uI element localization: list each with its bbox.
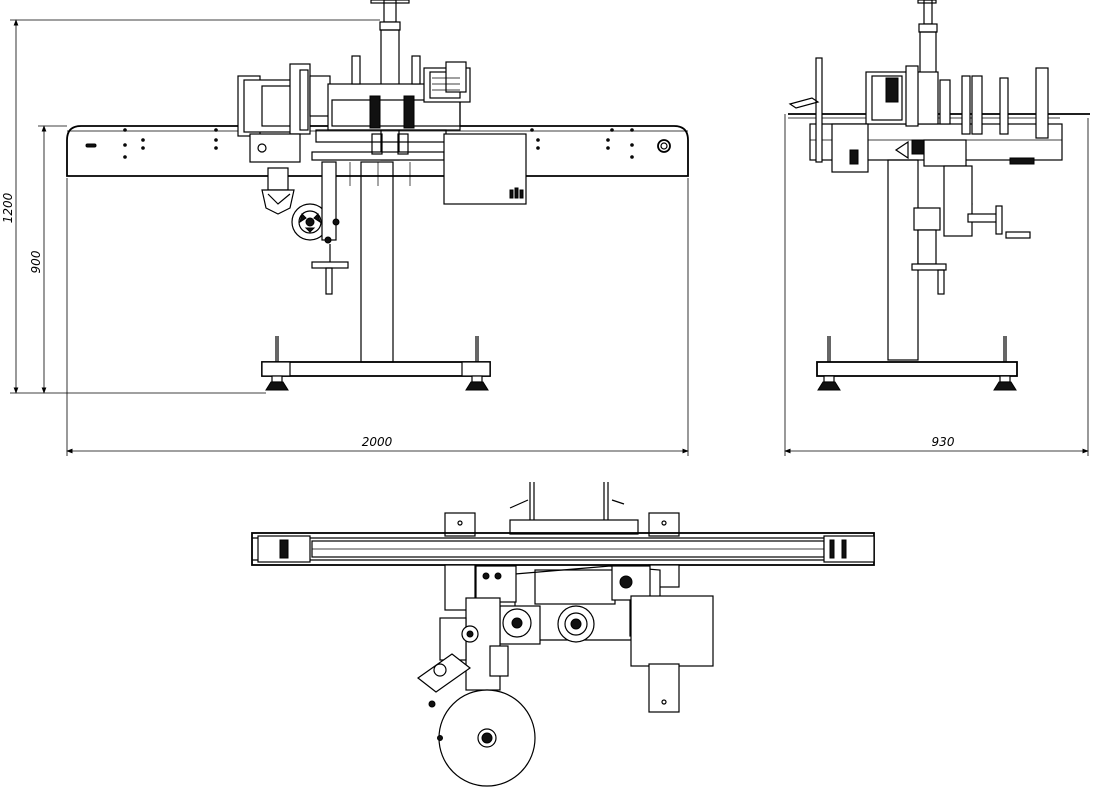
side-view: 930 xyxy=(784,0,1090,456)
side-leveling-feet xyxy=(817,336,1017,391)
side-width-dimension: 930 xyxy=(784,114,1089,456)
front-width-label: 2000 xyxy=(362,435,393,449)
table-height-label: 900 xyxy=(29,250,43,273)
front-column xyxy=(360,161,394,363)
front-base xyxy=(261,361,491,377)
front-labeling-head xyxy=(237,0,471,186)
front-view: 2000 1200 900 xyxy=(1,0,689,456)
total-height-dimension: 1200 xyxy=(1,19,380,394)
side-base xyxy=(816,361,1018,377)
top-view xyxy=(251,482,875,787)
top-control-box xyxy=(630,595,714,667)
front-control-box xyxy=(443,133,527,205)
front-leveling-feet xyxy=(265,336,489,391)
table-height-dimension: 900 xyxy=(29,125,67,394)
front-table-plate xyxy=(66,125,689,177)
side-width-label: 930 xyxy=(932,435,955,449)
front-applicator xyxy=(261,161,349,295)
side-column xyxy=(887,159,919,361)
front-width-dimension: 2000 xyxy=(66,178,689,456)
front-plate-holes xyxy=(85,128,634,159)
total-height-label: 1200 xyxy=(1,192,15,223)
